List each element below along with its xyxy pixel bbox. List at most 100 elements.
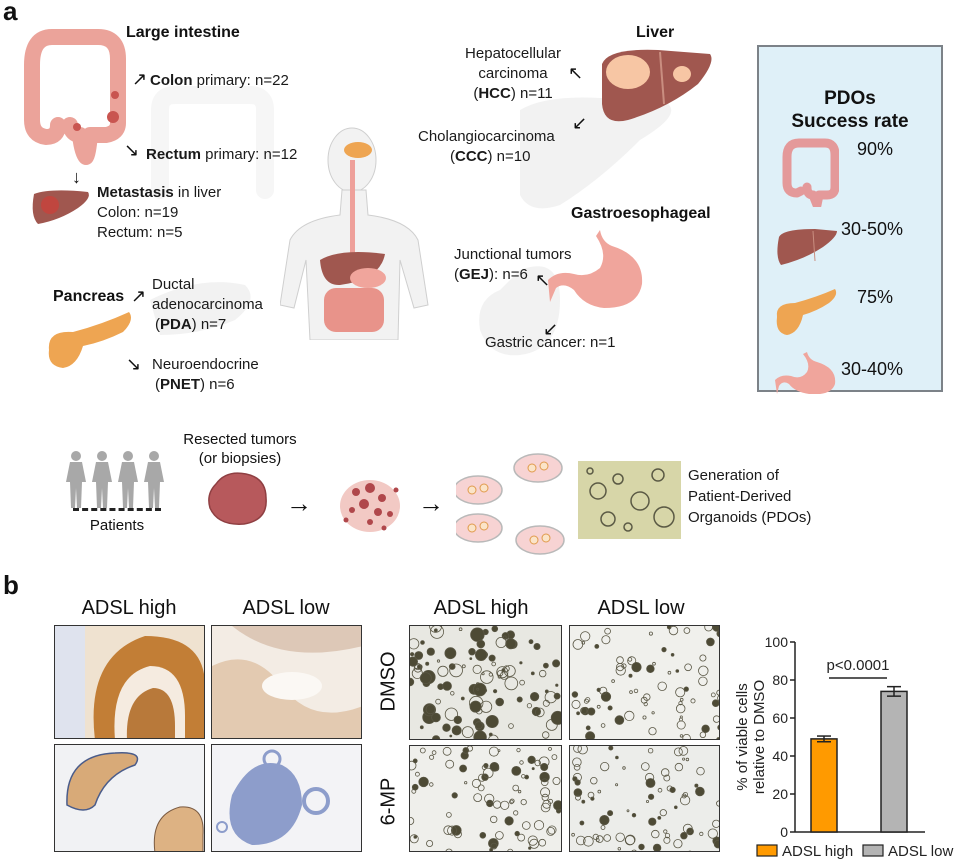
organoid-particle <box>553 800 561 811</box>
organoid-particle <box>679 697 684 702</box>
organoid-particle <box>524 774 529 780</box>
organoid-particle <box>663 836 671 844</box>
petri-dish-icon <box>456 475 503 505</box>
organoid-particle <box>646 800 650 804</box>
organoid-particle <box>674 747 683 757</box>
organoid-particle <box>489 848 493 851</box>
organoid-particle <box>547 825 557 835</box>
organoid-particle <box>505 638 517 650</box>
organoid-particle <box>431 712 441 723</box>
organoid-particle <box>643 702 648 707</box>
organoid-particle <box>581 640 586 645</box>
organoid-particle <box>581 799 586 804</box>
organoid-particle <box>701 724 710 733</box>
organoid-particle <box>531 767 535 771</box>
hcc-n: ) n=11 <box>510 85 553 102</box>
organoid-particle <box>461 726 474 738</box>
organoid-particle <box>519 661 523 665</box>
organoid-particle <box>615 665 626 676</box>
hcc-abbrev: HCC <box>478 85 511 102</box>
organoid-particle <box>683 686 689 692</box>
organoid-particle <box>533 642 541 650</box>
organoid-particle <box>535 707 545 718</box>
liver-icon <box>777 229 837 265</box>
organoid-image-low-6mp <box>569 745 720 852</box>
organoid-particle <box>504 676 519 691</box>
hcc-count: (HCC) n=11 <box>458 84 568 104</box>
organoid-particle <box>507 848 514 851</box>
ccc-count: (CCC) n=10 <box>450 147 530 167</box>
organoid-particle <box>432 735 441 739</box>
organoid-particle <box>476 639 486 649</box>
organoid-particle <box>517 833 526 842</box>
organoid-particle <box>716 630 719 638</box>
organoid-particle <box>466 746 473 752</box>
row-header-dmso: DMSO <box>377 651 400 712</box>
y-tick-label: 100 <box>765 634 789 650</box>
rate-liver: 30-50% <box>841 219 904 239</box>
organoid-particle <box>444 707 459 721</box>
organoid-particle <box>508 723 514 729</box>
organoid-particle <box>546 827 556 836</box>
organoid-particle <box>716 737 719 739</box>
organoid-particle <box>495 636 507 648</box>
arrow-up-right-icon: ↗ <box>131 286 147 306</box>
organoid-particle <box>460 696 465 701</box>
organoid-particle <box>482 767 494 779</box>
person-icon <box>144 451 164 508</box>
organoid-particle <box>444 647 457 660</box>
y-tick-label: 20 <box>772 786 788 802</box>
organoid-particle <box>603 834 611 842</box>
organoid-particle <box>674 762 684 772</box>
organoid-particle <box>594 643 600 649</box>
organoid-particle <box>645 778 656 788</box>
organoid-col-header-low: ADSL low <box>597 597 685 619</box>
organoid-particle <box>445 759 455 769</box>
organoid-particle <box>551 754 558 761</box>
resected-line1: Resected tumors <box>183 431 297 448</box>
organoid-particle <box>477 784 485 792</box>
organoid-particle <box>590 777 598 785</box>
stomach-icon <box>775 352 836 394</box>
organoid-particle <box>682 823 693 834</box>
organoid-particle <box>553 692 561 700</box>
organoid-particle <box>629 690 633 694</box>
patients-label: Patients <box>89 517 145 534</box>
organoid-particle <box>413 835 418 839</box>
ihc-image-high-2 <box>54 744 205 852</box>
organoid-particle <box>670 652 675 657</box>
tumor-icon <box>208 472 267 525</box>
organoid-particle <box>577 746 588 755</box>
organoid-particle <box>675 687 686 698</box>
organoid-particle <box>481 672 485 676</box>
organoid-particle <box>694 783 699 788</box>
organoid-particle <box>599 815 610 826</box>
organoid-particle <box>514 830 520 837</box>
patients-divider <box>73 508 161 511</box>
organoid-particle <box>485 715 499 729</box>
organoid-particle <box>469 657 473 660</box>
pancreas-icon <box>776 289 837 335</box>
rectum-count: primary: n=12 <box>201 146 298 163</box>
colon-count: primary: n=22 <box>192 72 289 89</box>
organoid-particle <box>684 663 692 672</box>
panel-label-b: b <box>3 570 19 600</box>
organoid-particle <box>447 825 458 836</box>
organoid-particle <box>633 688 639 694</box>
bar-adsl-high <box>810 738 838 833</box>
organoid-particle <box>519 760 524 765</box>
organoid-particle <box>601 635 611 645</box>
organoid-particle <box>534 759 541 767</box>
pnet-abbrev: PNET <box>160 376 201 393</box>
generation-line2: Patient-Derived <box>688 488 792 505</box>
organoid-particle <box>453 715 462 725</box>
organoid-particle <box>638 843 645 851</box>
pdo-title-line2: Success rate <box>791 111 909 132</box>
organoid-particle <box>497 674 502 679</box>
organoid-particle <box>607 705 613 711</box>
organoid-particle <box>611 679 615 683</box>
rectum-bold: Rectum <box>146 146 202 163</box>
organoid-particle <box>509 799 514 805</box>
pancreas-title: Pancreas <box>53 288 125 305</box>
organoid-particle <box>576 711 581 716</box>
